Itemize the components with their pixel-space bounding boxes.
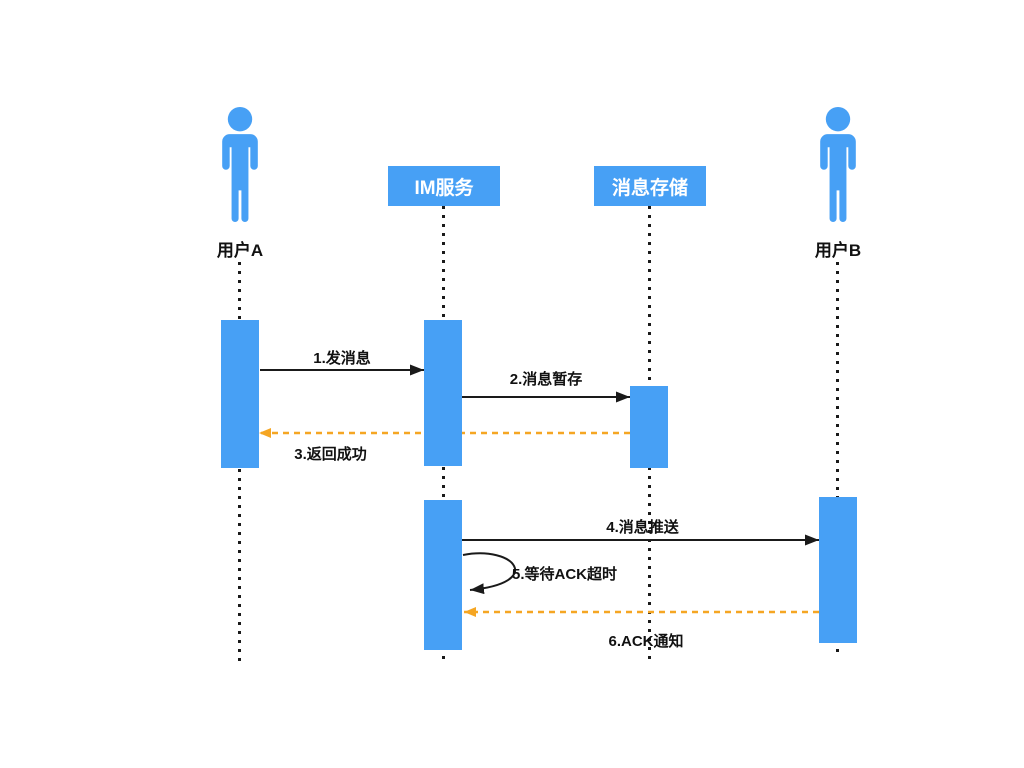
activation-im-service-1 (424, 320, 462, 466)
actor-box-storage: 消息存储 (594, 166, 706, 206)
lifeline-user-b (836, 262, 839, 656)
actor-label-user-a: 用户A (216, 241, 264, 260)
activation-storage (630, 386, 668, 468)
message-label-3: 3.返回成功 (294, 446, 367, 463)
activation-user-b (819, 497, 857, 643)
actor-box-im-service: IM服务 (388, 166, 500, 206)
activation-user-a (221, 320, 259, 468)
message-label-6: 6.ACK通知 (608, 633, 684, 650)
message-label-2: 2.消息暂存 (509, 371, 583, 388)
actor-box-storage-label: 消息存储 (611, 177, 688, 199)
message-label-1: 1.发消息 (313, 350, 371, 367)
message-label-5: 5.等待ACK超时 (512, 566, 618, 583)
actor-label-user-b: 用户B (814, 241, 862, 260)
actor-box-im-service-label: IM服务 (414, 177, 474, 199)
person-icon (222, 106, 258, 223)
activation-im-service-2 (424, 500, 462, 650)
person-icon (820, 106, 856, 223)
arrow-msg-5-ack-timeout-selfloop (462, 552, 517, 595)
actor-user-a (210, 106, 270, 226)
message-label-4: 4.消息推送 (606, 519, 679, 536)
actor-user-b (808, 106, 868, 226)
